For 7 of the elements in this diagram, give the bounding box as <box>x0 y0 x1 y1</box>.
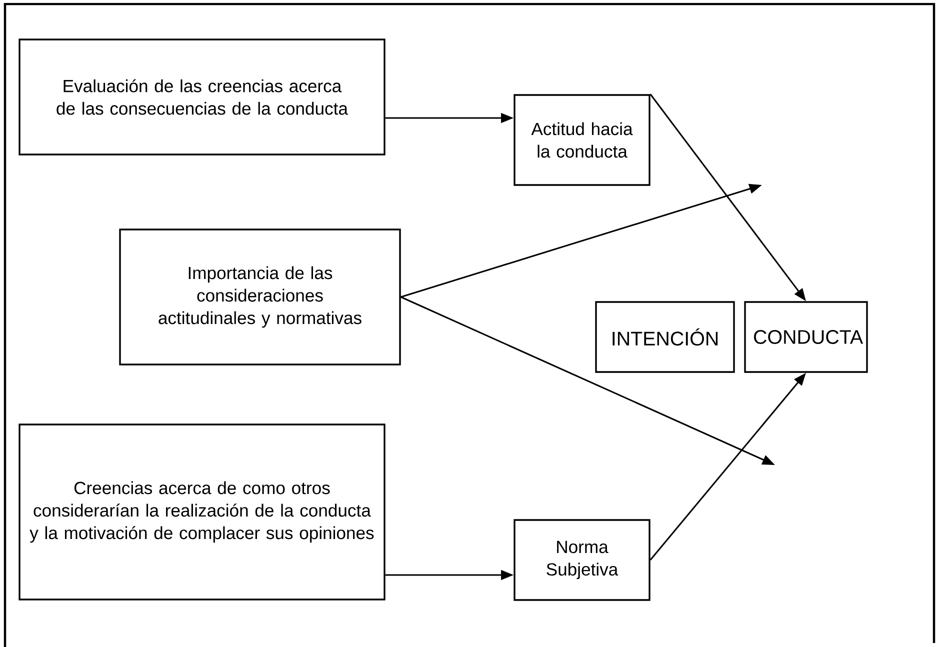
process-box: Evaluación de las creencias acerca de las consecuencias de la conducta <box>18 38 386 156</box>
process-box: Actitud hacia la conducta <box>514 94 650 186</box>
process-box: Norma Subjetiva <box>514 519 650 601</box>
process-box: Importancia de las consideraciones actitudinales y normativas <box>119 228 401 366</box>
process-box: CONDUCTA <box>744 301 868 373</box>
process-box: INTENCIÓN <box>595 301 735 373</box>
process-box: Creencias acerca de como otros considerarían la realización de la conducta y la motivación de complacer sus opiniones <box>18 424 386 600</box>
